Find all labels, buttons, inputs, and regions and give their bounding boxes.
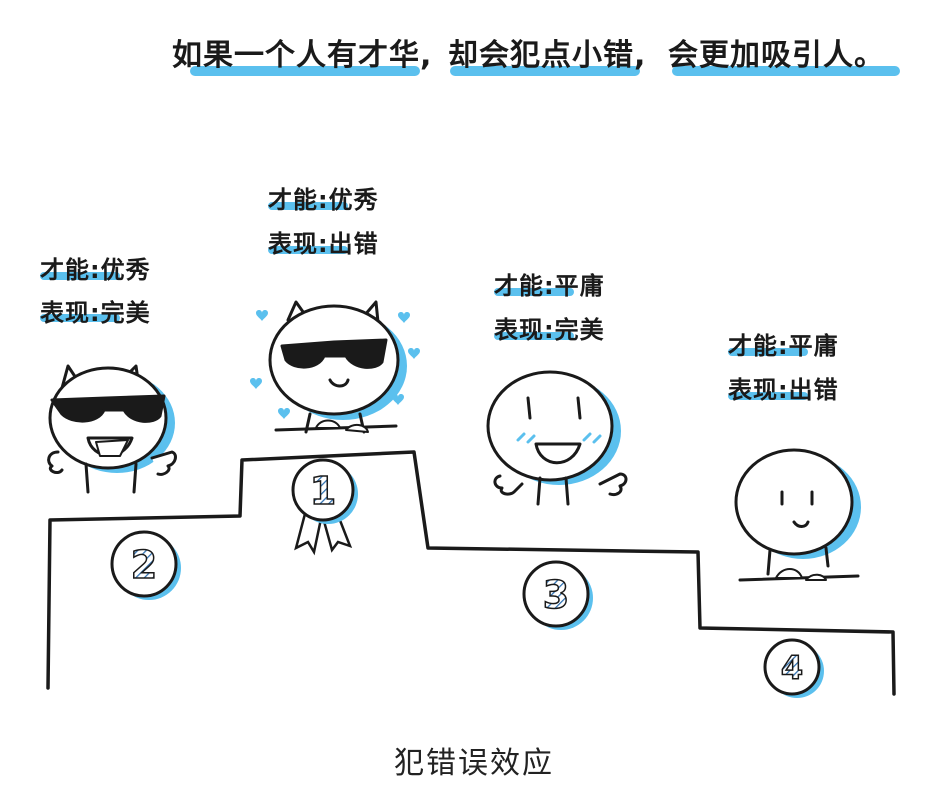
headline-part-1: 如果一个人有才华, [172, 38, 433, 73]
headline-highlight-2 [450, 66, 640, 76]
headline-part-3: 会更加吸引人。 [668, 38, 885, 73]
character-2 [47, 364, 177, 494]
label-highlight [268, 202, 348, 210]
rank-badge-1: 1 [291, 458, 358, 556]
label-highlight [728, 392, 808, 400]
rank-badge-2: 2 [110, 530, 181, 600]
label-highlight [494, 332, 574, 340]
rank-number-2: 2 [131, 543, 157, 587]
talent-label-2: 才能:优秀 [40, 256, 151, 284]
rank-number-1: 1 [310, 469, 336, 513]
headline-part-2: 却会犯点小错, [448, 38, 647, 73]
performance-label-4: 表现:出错 [728, 376, 839, 404]
headline-highlight-1 [190, 66, 420, 76]
character-4 [734, 448, 861, 582]
character-3 [486, 370, 628, 506]
character-1 [268, 300, 407, 434]
label-highlight [40, 314, 120, 322]
rank-badge-4: 4 [763, 638, 824, 698]
talent-label-4: 才能:平庸 [728, 332, 839, 360]
headline-highlight-3 [672, 66, 900, 76]
label-highlight [40, 272, 120, 280]
performance-label-1: 表现:出错 [268, 230, 379, 258]
performance-label-3: 表现:完美 [494, 316, 605, 344]
performance-label-2: 表现:完美 [40, 299, 151, 327]
rank-number-4: 4 [781, 649, 803, 687]
label-highlight [728, 348, 808, 356]
talent-label-1: 才能:优秀 [268, 186, 379, 214]
label-highlight [494, 288, 574, 296]
rank-badge-3: 3 [522, 560, 593, 630]
label-highlight [268, 246, 348, 254]
talent-label-3: 才能:平庸 [494, 272, 605, 300]
caption: 犯错误效应 [394, 746, 554, 781]
rank-number-3: 3 [543, 573, 569, 617]
podium-outline [46, 450, 896, 696]
